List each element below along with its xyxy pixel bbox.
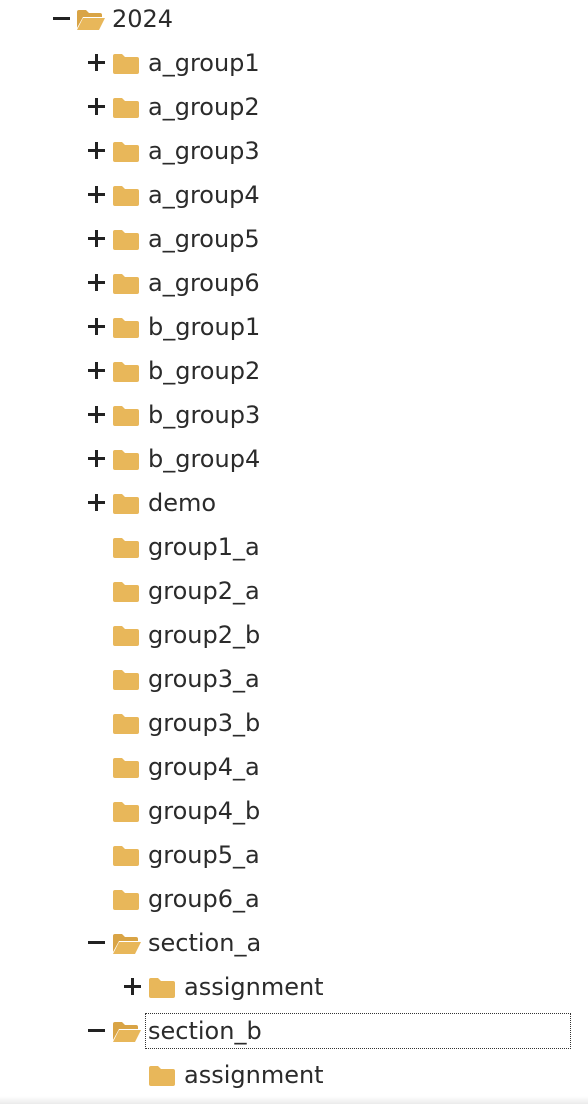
plus-icon[interactable] [87, 449, 107, 469]
folder-open-icon [112, 933, 141, 955]
tree-node-section_b[interactable]: section_b [0, 1013, 588, 1049]
tree-node-label[interactable]: a_group3 [148, 137, 260, 165]
folder-icon [112, 625, 140, 647]
tree-node-2024[interactable]: 2024 [0, 2, 588, 36]
plus-icon[interactable] [87, 405, 107, 425]
tree-node-label[interactable]: b_group4 [148, 445, 261, 473]
plus-icon[interactable] [87, 273, 107, 293]
tree-node-a_group3[interactable]: a_group3 [0, 134, 588, 168]
folder-icon [112, 273, 140, 295]
tree-node-group4_a[interactable]: group4_a [0, 750, 588, 784]
folder-icon [112, 317, 140, 339]
tree-node-label[interactable]: a_group6 [148, 269, 260, 297]
folder-icon [112, 185, 140, 207]
tree-node-group1_a[interactable]: group1_a [0, 530, 588, 564]
tree-node-group2_b[interactable]: group2_b [0, 618, 588, 652]
tree-node-label[interactable]: group1_a [148, 533, 260, 561]
tree-node-group3_b[interactable]: group3_b [0, 706, 588, 740]
tree-node-group5_a[interactable]: group5_a [0, 838, 588, 872]
folder-icon [112, 449, 140, 471]
tree-node-label[interactable]: section_a [148, 929, 262, 957]
folder-icon [112, 537, 140, 559]
tree-node-b_group4[interactable]: b_group4 [0, 442, 588, 476]
folder-icon [112, 97, 140, 119]
scroll-shadow [0, 1096, 588, 1104]
folder-open-icon [76, 9, 105, 31]
tree-node-section_a-assignment[interactable]: assignment [0, 970, 588, 1004]
tree-node-label[interactable]: a_group2 [148, 93, 260, 121]
tree-node-a_group6[interactable]: a_group6 [0, 266, 588, 300]
tree-node-group3_a[interactable]: group3_a [0, 662, 588, 696]
tree-node-a_group5[interactable]: a_group5 [0, 222, 588, 256]
tree-node-group2_a[interactable]: group2_a [0, 574, 588, 608]
tree-node-demo[interactable]: demo [0, 486, 588, 520]
folder-icon [112, 669, 140, 691]
tree-node-label[interactable]: demo [148, 489, 217, 517]
tree-node-b_group1[interactable]: b_group1 [0, 310, 588, 344]
tree-node-section_a[interactable]: section_a [0, 926, 588, 960]
folder-icon [112, 361, 140, 383]
plus-icon[interactable] [87, 141, 107, 161]
tree-node-label[interactable]: b_group3 [148, 401, 261, 429]
tree-node-label[interactable]: assignment [184, 973, 324, 1001]
plus-icon[interactable] [87, 361, 107, 381]
plus-icon[interactable] [123, 977, 143, 997]
tree-node-label-selected[interactable]: section_b [145, 1013, 571, 1049]
folder-icon [112, 405, 140, 427]
tree-node-a_group4[interactable]: a_group4 [0, 178, 588, 212]
tree-node-label[interactable]: a_group5 [148, 225, 260, 253]
folder-icon [112, 229, 140, 251]
folder-icon [112, 141, 140, 163]
minus-icon[interactable] [87, 933, 107, 953]
tree-node-label[interactable]: b_group1 [148, 313, 261, 341]
tree-node-label[interactable]: group2_b [148, 621, 261, 649]
tree-node-label[interactable]: group5_a [148, 841, 260, 869]
tree-node-b_group2[interactable]: b_group2 [0, 354, 588, 388]
folder-icon [148, 977, 176, 999]
minus-icon[interactable] [52, 9, 72, 29]
tree-node-label[interactable]: group3_b [148, 709, 261, 737]
tree-node-group6_a[interactable]: group6_a [0, 882, 588, 916]
tree-node-label[interactable]: group4_b [148, 797, 261, 825]
tree-node-label[interactable]: group6_a [148, 885, 260, 913]
plus-icon[interactable] [87, 97, 107, 117]
folder-icon [112, 713, 140, 735]
tree-node-label[interactable]: a_group1 [148, 49, 260, 77]
tree-node-label[interactable]: group3_a [148, 665, 260, 693]
tree-node-label[interactable]: a_group4 [148, 181, 260, 209]
plus-icon[interactable] [87, 229, 107, 249]
tree-node-a_group2[interactable]: a_group2 [0, 90, 588, 124]
tree-node-label[interactable]: assignment [184, 1061, 324, 1089]
folder-icon [112, 889, 140, 911]
folder-open-icon [112, 1021, 141, 1043]
tree-node-label[interactable]: b_group2 [148, 357, 261, 385]
tree-node-label[interactable]: 2024 [112, 5, 174, 33]
folder-icon [112, 757, 140, 779]
tree-node-a_group1[interactable]: a_group1 [0, 46, 588, 80]
plus-icon[interactable] [87, 53, 107, 73]
folder-icon [112, 581, 140, 603]
folder-icon [112, 493, 140, 515]
plus-icon[interactable] [87, 493, 107, 513]
tree-node-group4_b[interactable]: group4_b [0, 794, 588, 828]
tree-node-section_b-assignment[interactable]: assignment [0, 1058, 588, 1092]
folder-icon [112, 53, 140, 75]
folder-icon [112, 801, 140, 823]
tree-node-label[interactable]: group2_a [148, 577, 260, 605]
plus-icon[interactable] [87, 317, 107, 337]
tree-node-b_group3[interactable]: b_group3 [0, 398, 588, 432]
plus-icon[interactable] [87, 185, 107, 205]
folder-icon [112, 845, 140, 867]
minus-icon[interactable] [87, 1021, 107, 1041]
tree-node-label[interactable]: group4_a [148, 753, 260, 781]
folder-icon [148, 1065, 176, 1087]
